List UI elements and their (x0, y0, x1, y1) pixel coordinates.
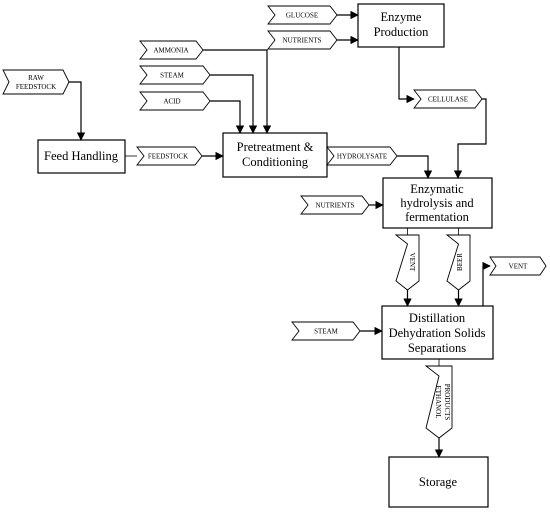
stream-tag-beer: BEER (445, 234, 471, 291)
glucose-label: GLUCOSE (286, 12, 318, 20)
distillation-label-line2: Dehydration Solids (389, 326, 486, 340)
flow-steam-pretreat (210, 74, 258, 134)
steam-pretreat-label: STEAM (160, 72, 185, 80)
hydrolysate-label: HYDROLYSATE (337, 153, 387, 161)
hydrolysis-box: Enzymatic hydrolysis and fermentation (382, 177, 493, 229)
vent-down-label: VENT (408, 253, 416, 272)
stream-tag-glucose: GLUCOSE (267, 5, 338, 25)
flow-enzyme-to-cellulase (398, 47, 415, 104)
stream-tag-vent-out: VENT (489, 256, 547, 276)
stream-tag-cellulase: CELLULASE (413, 89, 483, 109)
raw-feedstock-label-line2: FEEDSTOCK (16, 83, 56, 91)
vent-out-label: VENT (509, 263, 528, 271)
steam-distill-label: STEAM (314, 328, 339, 336)
enzyme-production-box: Enzyme Production (357, 3, 445, 48)
distillation-label-line1: Distillation (409, 311, 466, 325)
nutrients-hydrolysis-label: NUTRIENTS (316, 202, 355, 210)
distillation-box: Distillation Dehydration Solids Separati… (381, 305, 494, 360)
flow-raw-to-feed-handling (69, 81, 86, 141)
distillation-label-line3: Separations (408, 341, 466, 355)
stream-tag-nutrients-hydrolysis: NUTRIENTS (300, 195, 370, 215)
flow-distillation-to-vent (482, 261, 491, 306)
pretreatment-box: Pretreatment & Conditioning (222, 132, 328, 178)
storage-label: Storage (419, 475, 458, 489)
raw-feedstock-label-line1: RAW (28, 74, 44, 82)
hydrolysis-label-line2: hydrolysis and (400, 196, 474, 210)
stream-tag-steam-pretreat: STEAM (139, 65, 211, 85)
feedstock-label: FEEDSTOCK (148, 153, 188, 161)
stream-tag-nutrients-enzyme: NUTRIENTS (267, 30, 338, 50)
feed-handling-box: Feed Handling (37, 139, 126, 174)
cellulase-label: CELLULASE (428, 96, 468, 104)
storage-box: Storage (388, 456, 489, 508)
enzyme-production-label-line2: Production (374, 25, 430, 39)
stream-tag-raw-feedstock: RAW FEEDSTOCK (2, 69, 70, 95)
hydrolysis-label-line3: fermentation (405, 210, 470, 224)
hydrolysis-label-line1: Enzymatic (410, 182, 464, 196)
stream-tag-ethanol-products: ETHANOL PRODUCTS (424, 365, 453, 439)
feed-handling-label: Feed Handling (44, 149, 119, 163)
stream-tag-feedstock: FEEDSTOCK (136, 146, 203, 166)
acid-label: ACID (163, 98, 180, 106)
ethanol-products-label-line1: ETHANOL (434, 385, 442, 418)
stream-tag-acid: ACID (139, 91, 211, 111)
pretreatment-label-line1: Pretreatment & (237, 140, 314, 154)
flow-ammonia (203, 49, 272, 134)
stream-tag-steam-distill: STEAM (291, 321, 361, 341)
enzyme-production-label-line1: Enzyme (381, 10, 422, 24)
stream-tag-hydrolysate: HYDROLYSATE (326, 146, 398, 166)
flow-hydrolysate-to-hydrolysis (397, 155, 433, 179)
nutrients-enzyme-label: NUTRIENTS (283, 37, 322, 45)
stream-tag-ammonia: AMMONIA (139, 40, 204, 60)
flow-cellulase-to-hydrolysis (453, 98, 487, 179)
stream-tag-vent-down: VENT (394, 234, 420, 291)
ammonia-label: AMMONIA (154, 47, 189, 55)
beer-label: BEER (456, 253, 464, 271)
pretreatment-label-line2: Conditioning (242, 155, 309, 169)
ethanol-products-label-line2: PRODUCTS (443, 384, 451, 421)
flow-acid (210, 100, 245, 134)
